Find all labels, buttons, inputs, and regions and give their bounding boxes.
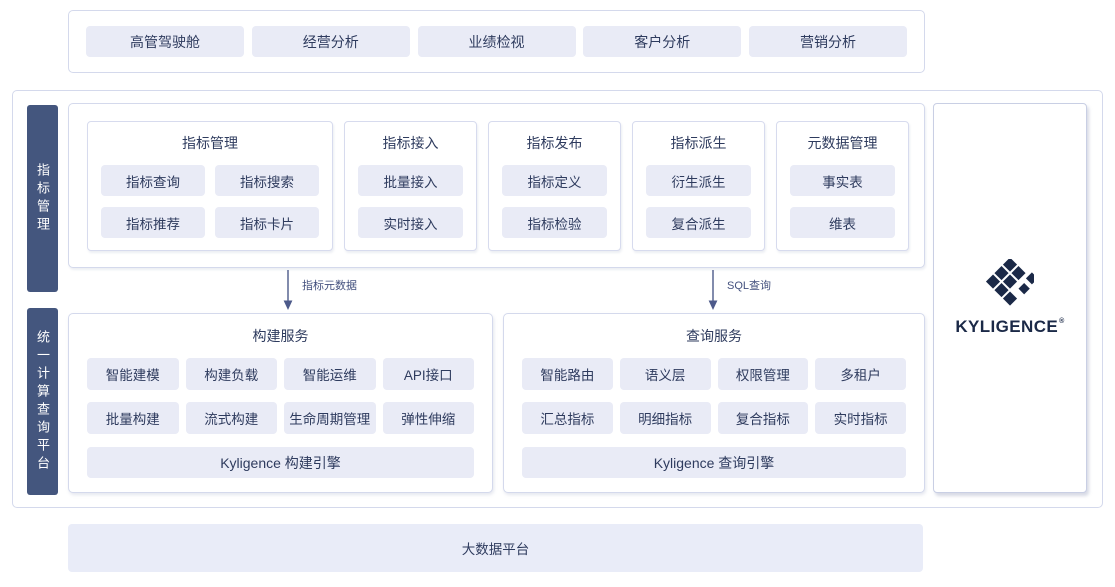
flow-sql-query: SQL查询	[707, 270, 771, 310]
build-engine-bar: Kyligence 构建引擎	[87, 447, 474, 478]
service-grid: 智能路由 语义层 权限管理 多租户 汇总指标 明细指标 复合指标 实时指标	[522, 358, 906, 434]
chip-dimension-table: 维表	[790, 207, 895, 238]
bigdata-platform-bar: 大数据平台	[68, 524, 923, 572]
chip-composite-derivation: 复合派生	[646, 207, 751, 238]
chip-api-interface: API接口	[382, 358, 474, 390]
chip-multi-tenant: 多租户	[815, 358, 906, 390]
side-label-unified-compute-query-platform: 统一计算查询平台	[27, 308, 58, 495]
chip-smart-routing: 智能路由	[522, 358, 613, 390]
group-metric-derivation: 指标派生 衍生派生 复合派生	[632, 121, 765, 251]
chip-streaming-build: 流式构建	[185, 402, 277, 434]
flow-label: 指标元数据	[302, 280, 357, 292]
chip-metric-definition: 指标定义	[502, 165, 607, 196]
app-chip-executive-cockpit: 高管驾驶舱	[86, 26, 244, 57]
group-grid: 指标定义 指标检验	[502, 165, 607, 238]
chip-lifecycle-management: 生命周期管理	[284, 402, 376, 434]
group-title: 指标派生	[670, 135, 727, 151]
group-metadata-management: 元数据管理 事实表 维表	[776, 121, 909, 251]
group-grid: 指标查询 指标搜索 指标推荐 指标卡片	[101, 165, 319, 238]
kyligence-wordmark: KYLIGENCE ®	[955, 317, 1064, 337]
chip-smart-modeling: 智能建模	[87, 358, 179, 390]
group-metric-ingestion: 指标接入 批量接入 实时接入	[344, 121, 477, 251]
chip-elastic-scaling: 弹性伸缩	[382, 402, 474, 434]
chip-metric-validation: 指标检验	[502, 207, 607, 238]
group-title: 指标发布	[526, 135, 583, 151]
down-arrow-icon	[283, 270, 293, 310]
group-metric-publish: 指标发布 指标定义 指标检验	[488, 121, 621, 251]
down-arrow-icon	[708, 270, 718, 310]
chip-metric-card: 指标卡片	[215, 207, 319, 238]
group-grid: 事实表 维表	[790, 165, 895, 238]
flow-label: SQL查询	[727, 280, 772, 292]
chip-build-load: 构建负载	[185, 358, 277, 390]
query-engine-bar: Kyligence 查询引擎	[522, 447, 906, 478]
group-grid: 批量接入 实时接入	[358, 165, 463, 238]
chip-realtime-metrics: 实时指标	[815, 402, 906, 434]
group-title: 指标管理	[182, 135, 238, 151]
chip-derived-derivation: 衍生派生	[646, 165, 751, 196]
group-title: 元数据管理	[807, 135, 878, 151]
kyligence-logo-icon	[986, 259, 1034, 306]
app-chip-customer-analysis: 客户分析	[583, 26, 742, 57]
kyligence-brand-panel: KYLIGENCE ®	[933, 103, 1087, 493]
bi-apps-panel: 高管驾驶舱 经营分析 业绩检视 客户分析 营销分析	[68, 10, 925, 73]
app-chip-business-analysis: 经营分析	[251, 26, 410, 57]
chip-fact-table: 事实表	[790, 165, 895, 196]
build-service-panel: 构建服务 智能建模 构建负载 智能运维 API接口 批量构建 流式构建 生命周期…	[68, 313, 493, 493]
service-grid: 智能建模 构建负载 智能运维 API接口 批量构建 流式构建 生命周期管理 弹性…	[87, 358, 474, 434]
flow-metric-metadata: 指标元数据	[282, 270, 357, 310]
service-title: 查询服务	[686, 328, 742, 344]
group-metric-management: 指标管理 指标查询 指标搜索 指标推荐 指标卡片	[87, 121, 333, 251]
chip-batch-ingestion: 批量接入	[358, 165, 463, 196]
query-service-panel: 查询服务 智能路由 语义层 权限管理 多租户 汇总指标 明细指标 复合指标 实时…	[503, 313, 925, 493]
chip-batch-build: 批量构建	[87, 402, 179, 434]
side-label-metric-management: 指标管理	[27, 105, 58, 292]
chip-aggregate-metrics: 汇总指标	[522, 402, 613, 434]
chip-detail-metrics: 明细指标	[619, 402, 711, 434]
registered-mark: ®	[1059, 318, 1065, 325]
group-title: 指标接入	[382, 135, 439, 151]
group-grid: 衍生派生 复合派生	[646, 165, 751, 238]
chip-permission-management: 权限管理	[717, 358, 809, 390]
chip-semantic-layer: 语义层	[619, 358, 711, 390]
chip-metric-search: 指标搜索	[215, 165, 319, 196]
chip-composite-metrics: 复合指标	[717, 402, 809, 434]
metric-layer-panel: 指标管理 指标查询 指标搜索 指标推荐 指标卡片 指标接入 批量接入 实时接入 …	[68, 103, 925, 268]
app-chip-performance-review: 业绩检视	[417, 26, 576, 57]
chip-metric-recommend: 指标推荐	[101, 207, 205, 238]
chip-realtime-ingestion: 实时接入	[358, 207, 463, 238]
chip-smart-ops: 智能运维	[284, 358, 376, 390]
service-title: 构建服务	[252, 328, 309, 344]
wordmark-text: KYLIGENCE	[955, 317, 1059, 336]
app-chip-marketing-analysis: 营销分析	[749, 26, 907, 57]
chip-metric-query: 指标查询	[101, 165, 205, 196]
